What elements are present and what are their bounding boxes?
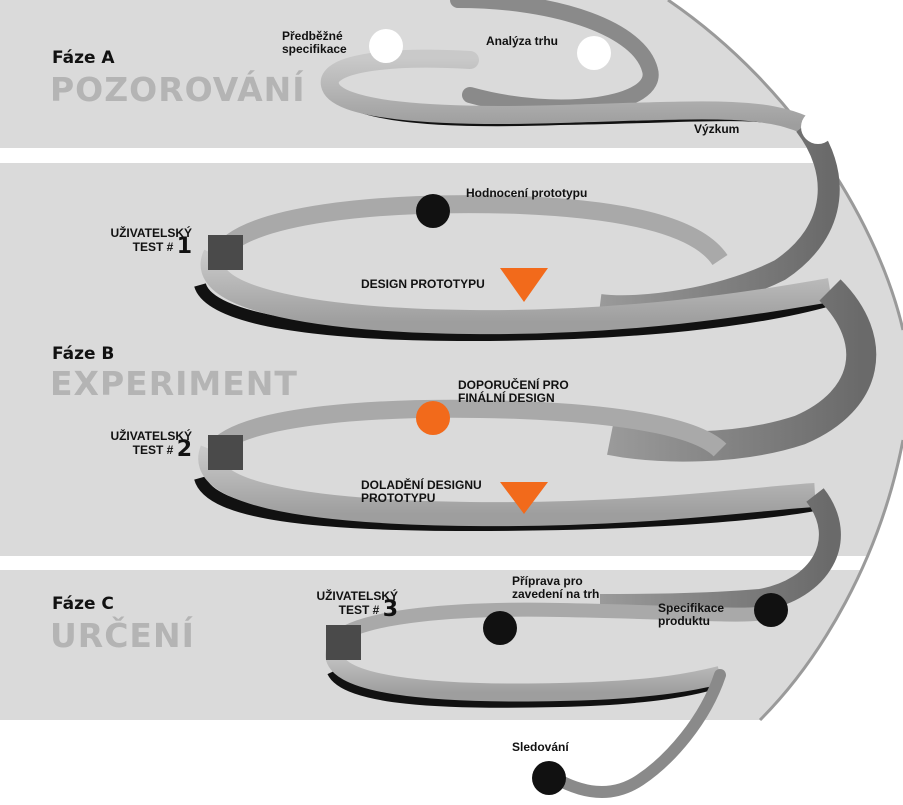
user-test-3-number: 3	[382, 597, 398, 622]
user-test-2-label: UŽIVATELSKÝ TEST # 2	[80, 429, 192, 461]
user-test-2-prefix: TEST #	[132, 443, 174, 457]
milestone-design-label: DESIGN PROTOTYPU	[361, 277, 485, 291]
user-test-3-label: UŽIVATELSKÝ TEST # 3	[288, 589, 398, 621]
user-test-1-prefix: TEST #	[132, 240, 174, 254]
spiral-loop-b1-shadow	[194, 282, 832, 342]
milestone-specifikace-marker	[754, 593, 788, 627]
user-test-2-title: UŽIVATELSKÝ	[110, 429, 192, 443]
user-test-3-prefix: TEST #	[338, 603, 380, 617]
milestone-priprava-label: Příprava pro zavedení na trh	[512, 574, 600, 601]
milestone-hodnoceni-marker	[416, 194, 450, 228]
user-test-1-title: UŽIVATELSKÝ	[110, 226, 192, 240]
spiral-loop-b2-front	[198, 445, 816, 527]
spiral-loop-b1-back	[211, 195, 728, 266]
milestone-vyzkum-marker	[801, 110, 835, 144]
user-test-3-marker	[326, 625, 361, 660]
milestone-priprava-marker	[483, 611, 517, 645]
user-test-2-marker	[208, 435, 243, 470]
globe-edge	[668, 0, 903, 330]
spiral-loop-b2-back	[207, 399, 727, 457]
milestone-analyza-marker	[577, 36, 611, 70]
milestone-doporuceni-marker	[416, 401, 450, 435]
milestone-doladeni-marker	[500, 482, 548, 514]
milestone-predbezne-marker	[369, 29, 403, 63]
milestone-design-marker	[500, 268, 548, 302]
milestone-sledovani-label: Sledování	[512, 740, 569, 754]
phase-a-label: Fáze A	[52, 48, 115, 68]
phase-b-name: EXPERIMENT	[50, 364, 298, 403]
milestone-vyzkum-label: Výzkum	[694, 122, 740, 136]
spiral-loop-a	[320, 49, 814, 134]
phase-c-name: URČENÍ	[50, 616, 195, 655]
phase-a-name: POZOROVÁNÍ	[50, 70, 306, 109]
globe-edge-lower	[760, 440, 903, 720]
user-test-1-number: 1	[176, 234, 192, 259]
user-test-1-label: UŽIVATELSKÝ TEST # 1	[80, 226, 192, 258]
milestone-sledovani-marker	[532, 761, 566, 795]
spiral-loop-b1-front	[200, 249, 832, 335]
spiral-exit	[549, 669, 726, 798]
user-test-3-title: UŽIVATELSKÝ	[316, 589, 398, 603]
milestone-predbezne-label: Předběžné specifikace	[282, 29, 347, 56]
milestone-hodnoceni-label: Hodnocení prototypu	[466, 186, 588, 200]
phase-c-label: Fáze C	[52, 594, 114, 614]
milestone-doladeni-label: DOLADĚNÍ DESIGNU PROTOTYPU	[361, 478, 482, 505]
spiral-loop-c-back	[330, 602, 773, 646]
spiral-swoop-b	[607, 279, 877, 462]
milestone-specifikace-label: Specifikace produktu	[658, 601, 725, 628]
user-test-2-number: 2	[176, 437, 192, 462]
phase-b-label: Fáze B	[52, 344, 115, 364]
user-test-1-marker	[208, 235, 243, 270]
spiral-loop-c-front	[325, 647, 723, 702]
milestone-doporuceni-label: DOPORUČENÍ PRO FINÁLNÍ DESIGN	[458, 378, 569, 405]
milestone-analyza-label: Analýza trhu	[486, 34, 559, 48]
